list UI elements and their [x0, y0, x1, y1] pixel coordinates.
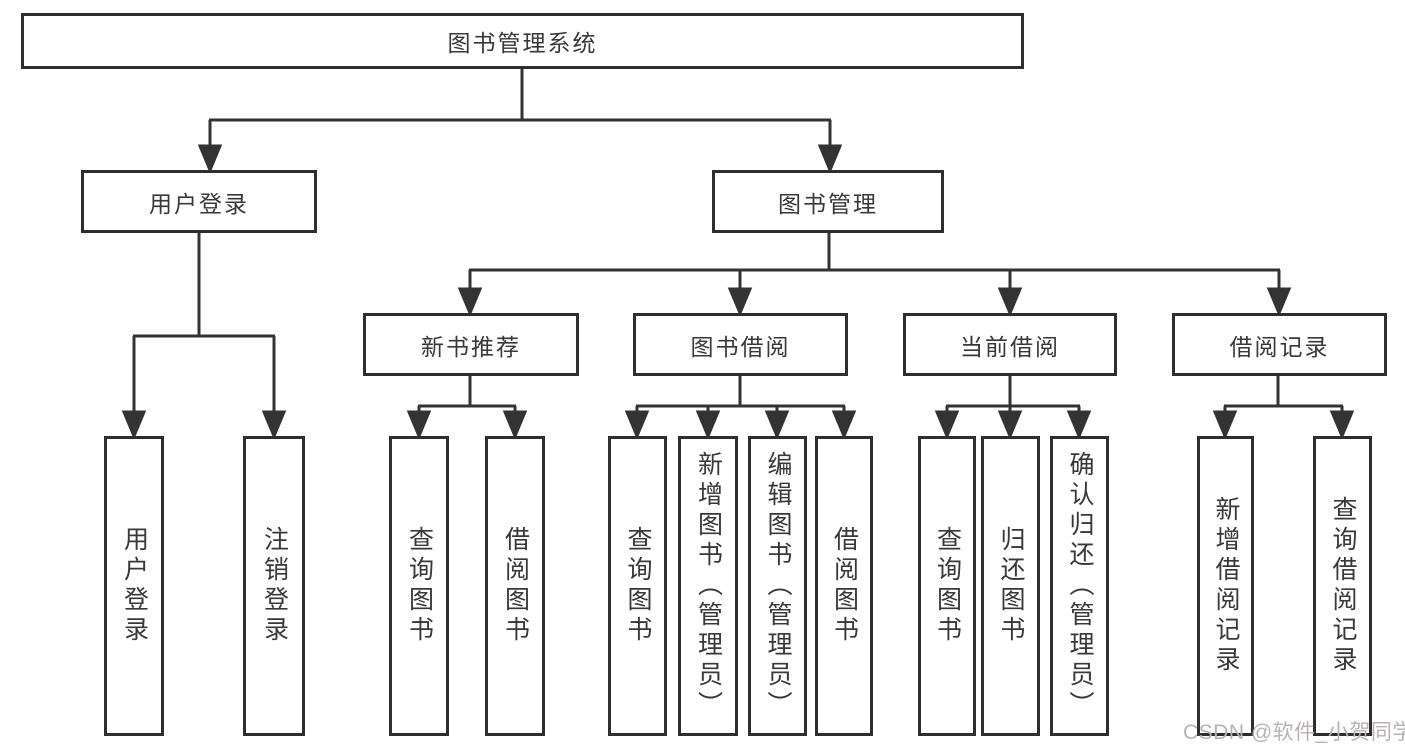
node-user-login-branch: 用户登录	[81, 170, 317, 233]
leaf-confirm-return-admin: 确认归还（管理员）	[1050, 436, 1109, 736]
leaf-query-borrow-record: 查询借阅记录	[1313, 436, 1372, 736]
leaf-return-books: 归还图书	[981, 436, 1040, 736]
node-library-management-system: 图书管理系统	[21, 13, 1024, 69]
leaf-add-book-admin: 新增图书（管理员）	[678, 436, 738, 736]
watermark: CSDN @软件_小贺同学	[1183, 721, 1405, 744]
node-current-borrowing: 当前借阅	[903, 313, 1117, 376]
leaf-query-books-recommend: 查询图书	[389, 436, 449, 736]
leaf-add-borrow-record: 新增借阅记录	[1197, 436, 1254, 736]
leaf-query-books-current: 查询图书	[918, 436, 976, 736]
node-borrowing-records: 借阅记录	[1172, 313, 1387, 376]
leaf-borrow-books-recommend: 借阅图书	[485, 436, 545, 736]
leaf-borrow-books-borrowing: 借阅图书	[815, 436, 873, 736]
node-new-book-recommend: 新书推荐	[363, 313, 579, 376]
node-book-borrowing: 图书借阅	[633, 313, 848, 376]
leaf-user-login: 用户登录	[104, 436, 164, 736]
leaf-query-books-borrowing: 查询图书	[608, 436, 667, 736]
leaf-logout: 注销登录	[243, 436, 305, 736]
node-book-management-branch: 图书管理	[712, 170, 944, 233]
leaf-edit-book-admin: 编辑图书（管理员）	[748, 436, 807, 736]
